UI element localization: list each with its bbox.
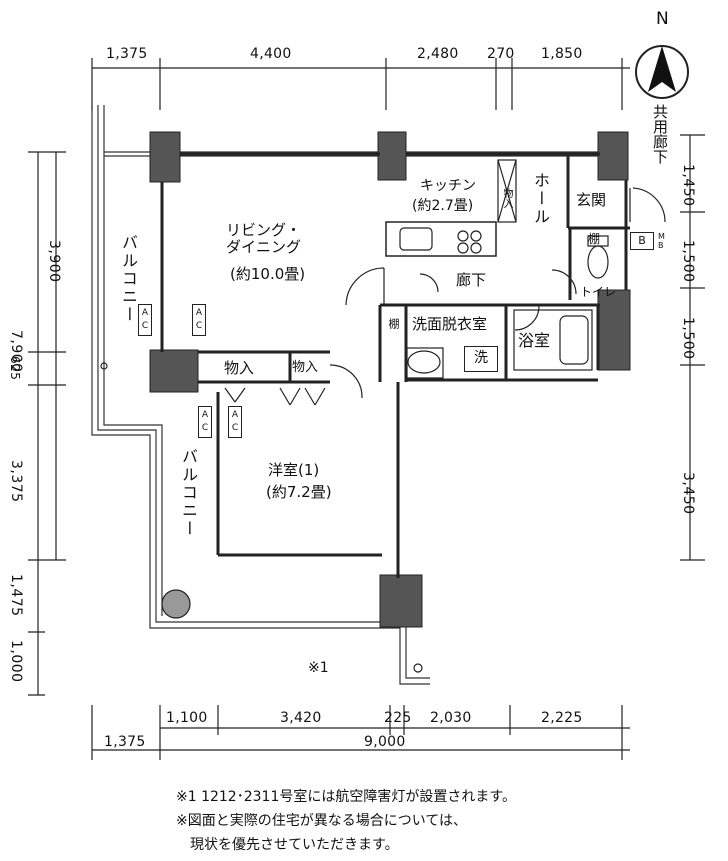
hall-label: ホール xyxy=(531,172,550,226)
western-room-size: (約7.2畳) xyxy=(266,483,332,501)
top-dim-5: 1,850 xyxy=(541,46,583,62)
entrance-label: 玄関 xyxy=(576,191,607,209)
toilet-label: トイレ xyxy=(580,285,617,299)
bottom-dim-6: 1,375 xyxy=(104,734,146,750)
left-dim-2: 7,900 xyxy=(8,330,24,373)
left-dim-1: 3,900 xyxy=(46,240,62,283)
ac-unit-4: A C xyxy=(228,406,242,438)
living-room-name: リビング・ ダイニング xyxy=(226,221,302,257)
kitchen-size: (約2.7畳) xyxy=(412,198,474,214)
bottom-dim-5: 2,225 xyxy=(541,710,583,726)
ac-unit-2: A C xyxy=(192,304,206,336)
washroom-label: 洗面脱衣室 xyxy=(412,315,488,333)
kitchen-closet: 物入 xyxy=(501,188,512,209)
western-room-name: 洋室(1) xyxy=(268,461,320,479)
note-3: 現状を優先させていただきます。 xyxy=(190,837,399,853)
mb-label: M B xyxy=(658,232,665,250)
bathroom-label: 浴室 xyxy=(518,331,551,350)
note-1: ※1 1212･2311号室には航空障害灯が設置されます。 xyxy=(176,789,516,805)
hallway-label: 廊下 xyxy=(456,271,487,289)
kitchen-name: キッチン xyxy=(420,178,476,194)
living-room-size: (約10.0畳) xyxy=(230,265,306,283)
north-label: N xyxy=(656,9,669,29)
top-dim-1: 1,375 xyxy=(106,46,148,62)
washer-box: 洗 xyxy=(464,346,498,372)
shelf-label: 棚 xyxy=(588,232,601,246)
closet-2-label: 物入 xyxy=(292,360,319,375)
left-dim-3: 625 xyxy=(8,356,22,381)
ac-unit-1: A C xyxy=(138,304,152,336)
bottom-dim-4: 2,030 xyxy=(430,710,472,726)
bottom-dim-2: 3,420 xyxy=(280,710,322,726)
left-dim-5: 1,475 xyxy=(8,574,24,617)
top-dim-3: 2,480 xyxy=(417,46,459,62)
bottom-dim-1: 1,100 xyxy=(166,710,208,726)
ac-unit-3: A C xyxy=(198,406,212,438)
note-2: ※図面と実際の住宅が異なる場合については、 xyxy=(176,813,468,829)
balcony-top-label: バルコニー xyxy=(119,234,138,324)
top-dim-2: 4,400 xyxy=(250,46,292,62)
closet-1-label: 物入 xyxy=(224,359,255,377)
right-dim-3: 1,500 xyxy=(680,317,696,360)
left-dim-6: 1,000 xyxy=(8,640,24,683)
right-dim-4: 3,450 xyxy=(680,472,696,515)
corridor-label: 共用廊下 xyxy=(651,104,669,164)
top-dim-4: 270 xyxy=(487,46,515,62)
left-dim-4: 3,375 xyxy=(8,460,24,503)
balcony-bottom-label: バルコニー xyxy=(179,448,198,538)
note-mark: ※1 xyxy=(308,660,329,676)
bottom-dim-7: 9,000 xyxy=(364,734,406,750)
b-box: B xyxy=(630,232,654,250)
right-dim-1: 1,450 xyxy=(680,164,696,207)
right-dim-2: 1,500 xyxy=(680,240,696,283)
bottom-dim-3: 225 xyxy=(384,710,412,726)
washroom-shelf: 棚 xyxy=(387,318,400,330)
